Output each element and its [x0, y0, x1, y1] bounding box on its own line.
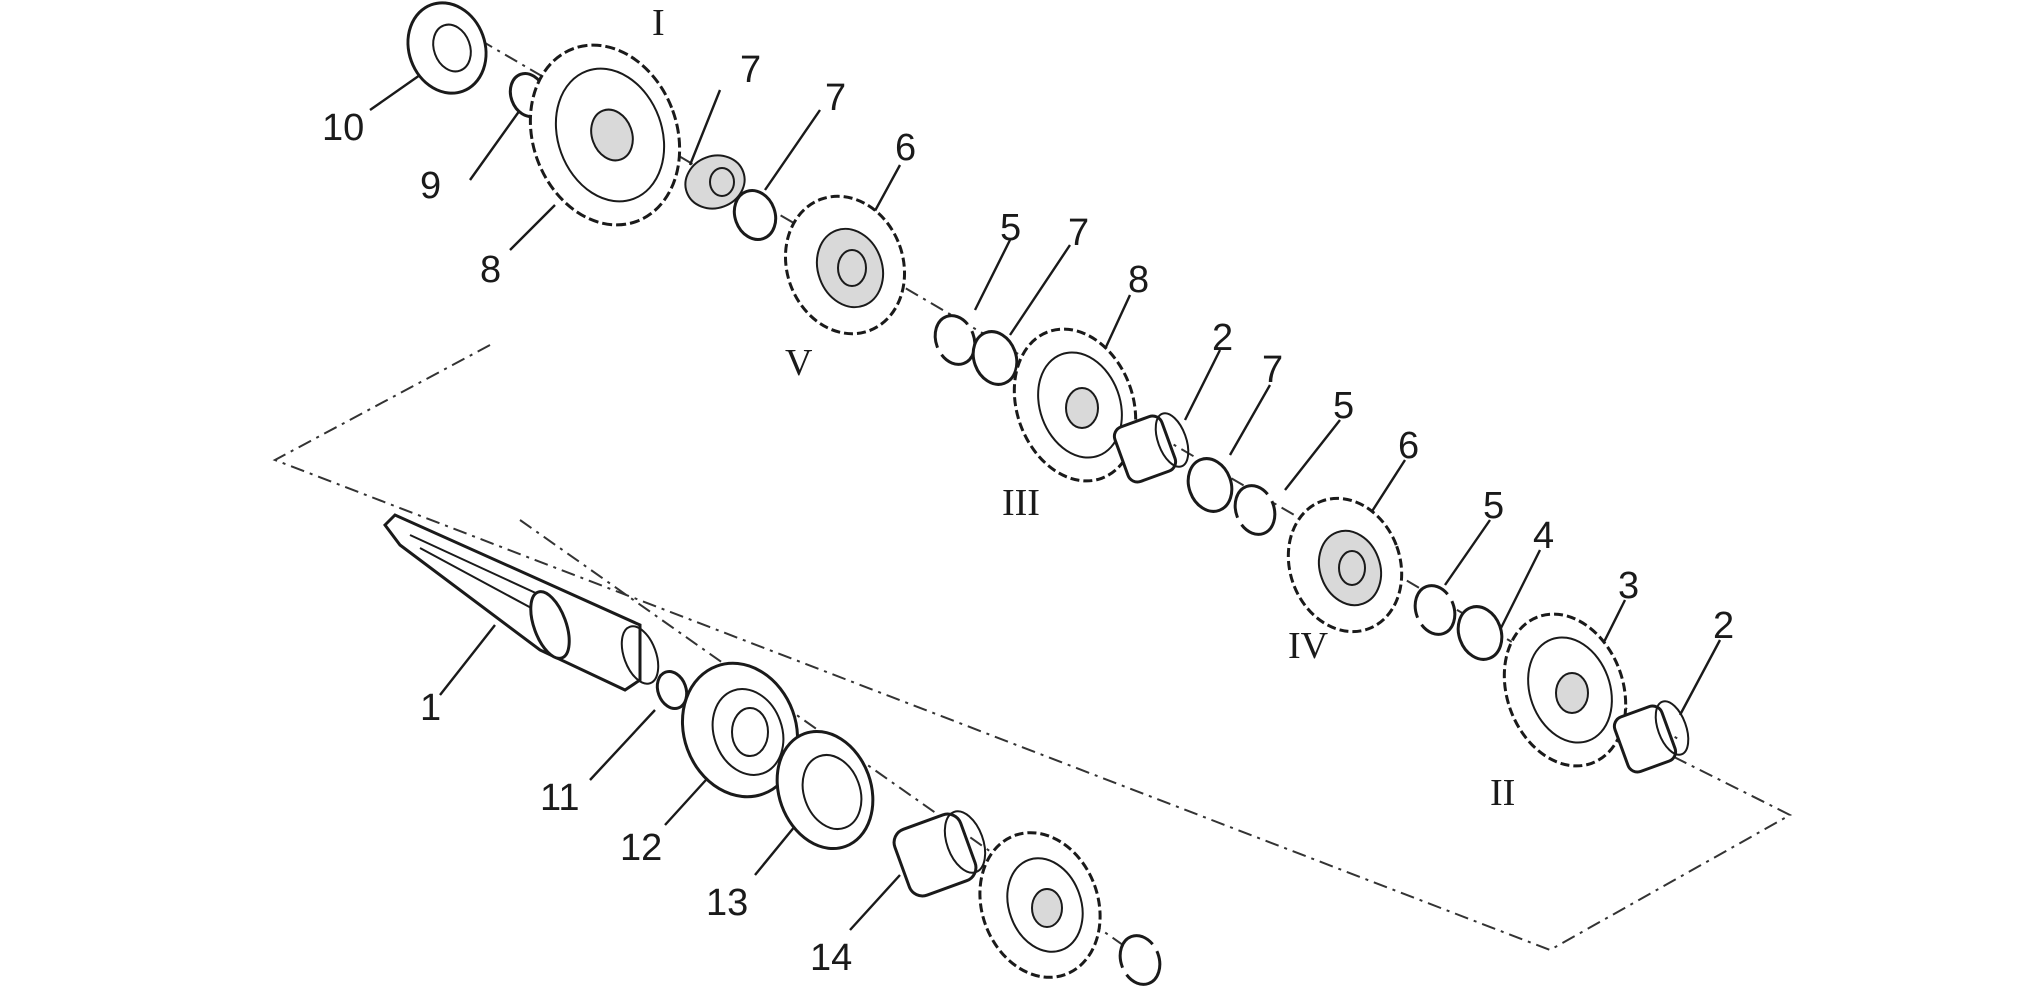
part-sprocket [978, 831, 1102, 979]
label-5-middle: 5 [1333, 385, 1354, 427]
part-3-gear-II [1502, 612, 1628, 768]
gear-labels: I V III IV II [652, 2, 1515, 814]
callout-10: 7 [825, 77, 846, 119]
label-3: 3 [1618, 565, 1639, 607]
callout-9: 6 [895, 127, 916, 169]
label-7-upper: 7 [1068, 212, 1089, 254]
label-2-upper: 2 [1212, 317, 1233, 359]
label-6: 6 [1398, 425, 1419, 467]
part-4-washer [1456, 605, 1504, 661]
part-17-seal [775, 729, 875, 851]
part-9-gear-V [783, 194, 907, 336]
part-5-circlip-b [1233, 484, 1277, 536]
part-12-gear-I [528, 43, 682, 227]
part-11-needle-bearing [684, 154, 746, 210]
label-7-lower: 7 [1262, 349, 1283, 391]
callout-labels: 10 9 8 7 7 6 5 7 7 7 7 7 7 7 7 7 7 7 7 7… [322, 49, 1021, 291]
label-16: 12 [620, 827, 662, 869]
part-18-spacer [892, 810, 987, 898]
label-15: 11 [540, 777, 579, 819]
part-10-washer [732, 189, 778, 241]
label-18: 14 [810, 937, 852, 979]
part-6-gear-IV [1286, 496, 1404, 634]
part-16-bearing [680, 661, 800, 799]
part-2-bushing-a [1112, 412, 1190, 484]
part-end-circlip [1118, 934, 1162, 986]
part-15-circlip [655, 670, 689, 710]
label-8: 8 [1128, 259, 1149, 301]
gear-label-III: III [1002, 482, 1040, 524]
label-17: 13 [706, 882, 748, 924]
part-5-circlip-a [933, 314, 977, 366]
part-5-circlip-c [1413, 584, 1457, 636]
part-14-bearing [406, 1, 488, 95]
callout-11: 7 [740, 49, 761, 91]
callout-5a: 5 [1000, 207, 1021, 249]
parts [383, 1, 1690, 986]
label-4: 4 [1533, 515, 1554, 557]
part-8-gear-III [1012, 327, 1138, 483]
label-1: 1 [420, 687, 441, 729]
callout-12: 8 [480, 249, 501, 291]
part-7-washer-a [971, 330, 1019, 386]
callout-13: 9 [420, 165, 441, 207]
callout-14: 10 [322, 107, 364, 149]
part-2-bushing-b [1612, 700, 1690, 774]
callout-labels-visible: 7 8 2 7 5 6 5 4 3 2 1 11 12 13 14 [420, 212, 1734, 979]
gear-label-IV: IV [1288, 625, 1329, 667]
part-1-shaft [383, 513, 660, 692]
gear-label-I: I [652, 2, 665, 44]
part-7-washer-b [1186, 457, 1234, 513]
gear-label-V: V [785, 342, 813, 384]
gear-label-II: II [1490, 772, 1515, 814]
label-5-lower: 5 [1483, 485, 1504, 527]
label-2-lower: 2 [1713, 605, 1734, 647]
